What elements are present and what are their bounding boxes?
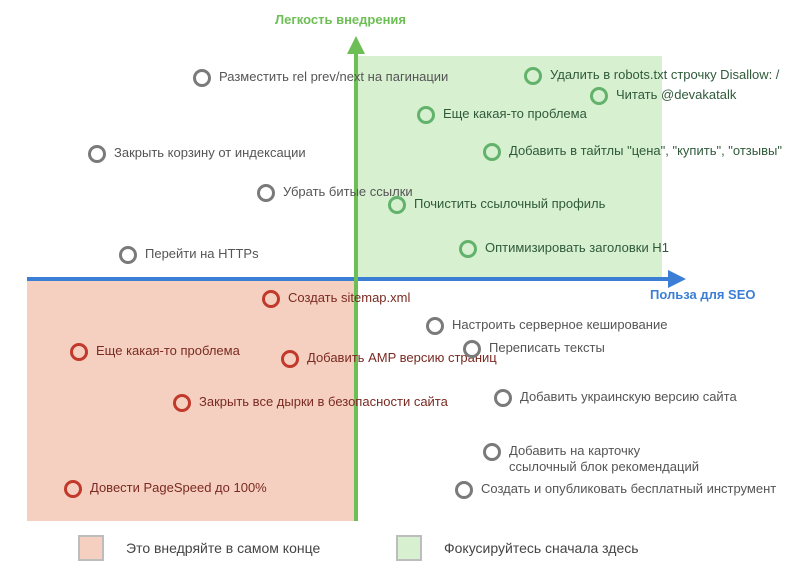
task-label: Добавить AMP версию страниц bbox=[307, 350, 497, 365]
circle-marker-icon bbox=[483, 143, 501, 161]
circle-marker-icon bbox=[173, 394, 191, 412]
task-item: Переписать тексты bbox=[463, 340, 605, 358]
task-label: Удалить в robots.txt строчку Disallow: / bbox=[550, 67, 780, 82]
task-label: Создать и опубликовать бесплатный инстру… bbox=[481, 481, 777, 496]
task-item: Еще какая-то проблема bbox=[70, 343, 240, 361]
task-label: Убрать битые ссылки bbox=[283, 184, 413, 199]
legend-item-late: Это внедряйте в самом конце bbox=[78, 535, 320, 561]
task-label: Настроить серверное кеширование bbox=[452, 317, 668, 332]
task-label: Переписать тексты bbox=[489, 340, 605, 355]
legend-swatch-red bbox=[78, 535, 104, 561]
task-label: Добавить украинскую версию сайта bbox=[520, 389, 737, 404]
task-label: Разместить rel prev/next на пагинации bbox=[219, 69, 449, 84]
legend-label: Это внедряйте в самом конце bbox=[126, 540, 321, 556]
y-axis-arrow bbox=[347, 36, 365, 54]
task-label: Создать sitemap.xml bbox=[288, 290, 411, 305]
task-label: Оптимизировать заголовки H1 bbox=[485, 240, 669, 255]
task-label: Перейти на HTTPs bbox=[145, 246, 259, 261]
circle-marker-icon bbox=[119, 246, 137, 264]
x-axis-arrow bbox=[668, 270, 686, 288]
task-item: Довести PageSpeed до 100% bbox=[64, 480, 267, 498]
task-label: Еще какая-то проблема bbox=[96, 343, 240, 358]
task-item: Читать @devakatalk bbox=[590, 87, 736, 105]
circle-marker-icon bbox=[494, 389, 512, 407]
circle-marker-icon bbox=[459, 240, 477, 258]
task-item: Еще какая-то проблема bbox=[417, 106, 587, 124]
task-label: Еще какая-то проблема bbox=[443, 106, 587, 121]
task-label: Довести PageSpeed до 100% bbox=[90, 480, 267, 495]
task-item: Оптимизировать заголовки H1 bbox=[459, 240, 669, 258]
task-label: Почистить ссылочный профиль bbox=[414, 196, 606, 211]
circle-marker-icon bbox=[64, 480, 82, 498]
legend-label: Фокусируйтесь сначала здесь bbox=[444, 540, 639, 556]
circle-marker-icon bbox=[388, 196, 406, 214]
task-label: Закрыть все дырки в безопасности сайта bbox=[199, 394, 448, 409]
task-item: Убрать битые ссылки bbox=[257, 184, 413, 202]
task-item: Закрыть корзину от индексации bbox=[88, 145, 306, 163]
y-axis-label: Легкость внедрения bbox=[275, 12, 406, 27]
task-label: Добавить на карточку ссылочный блок реко… bbox=[509, 443, 699, 474]
circle-marker-icon bbox=[70, 343, 88, 361]
task-item: Добавить AMP версию страниц bbox=[281, 350, 497, 368]
focus-first-region bbox=[356, 56, 662, 279]
task-item: Удалить в robots.txt строчку Disallow: / bbox=[524, 67, 779, 85]
task-label: Закрыть корзину от индексации bbox=[114, 145, 306, 160]
task-item: Почистить ссылочный профиль bbox=[388, 196, 605, 214]
task-item: Добавить на карточку ссылочный блок реко… bbox=[483, 443, 699, 475]
task-item: Создать и опубликовать бесплатный инстру… bbox=[455, 481, 776, 499]
task-item: Перейти на HTTPs bbox=[119, 246, 259, 264]
task-item: Создать sitemap.xml bbox=[262, 290, 410, 308]
task-item: Разместить rel prev/next на пагинации bbox=[193, 69, 448, 87]
circle-marker-icon bbox=[257, 184, 275, 202]
circle-marker-icon bbox=[193, 69, 211, 87]
task-item: Добавить украинскую версию сайта bbox=[494, 389, 737, 407]
legend-item-focus: Фокусируйтесь сначала здесь bbox=[396, 535, 639, 561]
circle-marker-icon bbox=[455, 481, 473, 499]
circle-marker-icon bbox=[590, 87, 608, 105]
circle-marker-icon bbox=[417, 106, 435, 124]
circle-marker-icon bbox=[483, 443, 501, 461]
circle-marker-icon bbox=[463, 340, 481, 358]
circle-marker-icon bbox=[281, 350, 299, 368]
task-label: Читать @devakatalk bbox=[616, 87, 737, 102]
x-axis-label: Польза для SEO bbox=[650, 287, 756, 302]
circle-marker-icon bbox=[262, 290, 280, 308]
circle-marker-icon bbox=[426, 317, 444, 335]
task-item: Закрыть все дырки в безопасности сайта bbox=[173, 394, 448, 412]
late-implementation-region bbox=[27, 279, 356, 521]
task-label: Добавить в тайтлы "цена", "купить", "отз… bbox=[509, 143, 782, 158]
circle-marker-icon bbox=[524, 67, 542, 85]
task-item: Добавить в тайтлы "цена", "купить", "отз… bbox=[483, 143, 782, 161]
task-item: Настроить серверное кеширование bbox=[426, 317, 667, 335]
circle-marker-icon bbox=[88, 145, 106, 163]
legend-swatch-green bbox=[396, 535, 422, 561]
